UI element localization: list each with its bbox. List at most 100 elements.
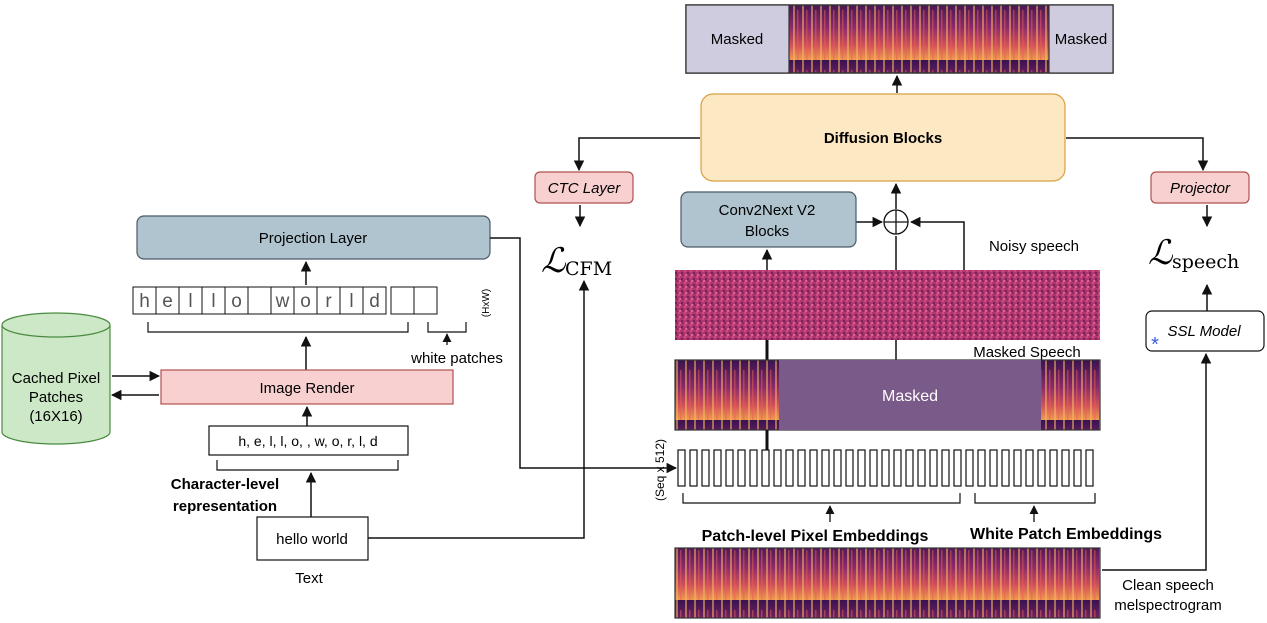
patch-embeddings-label: Patch-level Pixel Embeddings bbox=[702, 528, 929, 545]
embedding-bar bbox=[785, 449, 794, 487]
cache-line-3: (16X16) bbox=[29, 408, 82, 425]
masked-speech-label: Masked Speech bbox=[973, 344, 1081, 361]
noisy-speech-spectrogram bbox=[675, 270, 1100, 340]
brace-white-patches bbox=[427, 322, 467, 333]
embedding-bar bbox=[725, 449, 734, 487]
ssl-model-label: SSL Model bbox=[1167, 323, 1241, 340]
loss-speech: ℒ speech bbox=[1148, 233, 1239, 273]
white-patch-box bbox=[413, 286, 438, 315]
white-patch-embeddings-label: White Patch Embeddings bbox=[970, 526, 1162, 543]
conv2next-block: Conv2Next V2 Blocks bbox=[680, 191, 857, 248]
embedding-bar bbox=[761, 449, 770, 487]
arrow-diffusion-to-ctc bbox=[573, 137, 700, 172]
embedding-bar bbox=[1025, 449, 1034, 487]
embedding-bar bbox=[845, 449, 854, 487]
output-spectrogram: Masked Masked bbox=[685, 4, 1114, 74]
brace-white-embeddings bbox=[974, 493, 1096, 504]
pixel-patch-box bbox=[362, 286, 387, 315]
clean-speech-line-2: melspectrogram bbox=[1114, 597, 1222, 614]
loss-cfm-symbol: ℒ bbox=[541, 241, 567, 281]
embedding-bar bbox=[917, 449, 926, 487]
embedding-bar bbox=[833, 449, 842, 487]
loss-cfm: ℒ CFM bbox=[541, 241, 612, 281]
embedding-bar bbox=[773, 449, 782, 487]
embedding-bar bbox=[689, 449, 698, 487]
conv2next-line-2: Blocks bbox=[745, 223, 789, 240]
clean-speech-line-1: Clean speech bbox=[1122, 577, 1214, 594]
embedding-bar bbox=[1073, 449, 1082, 487]
char-level-label-1: Character-level bbox=[171, 476, 279, 493]
embedding-bar bbox=[1061, 449, 1070, 487]
masked-speech-spectrogram: Masked bbox=[674, 359, 1101, 431]
output-masked-left: Masked bbox=[711, 31, 764, 48]
embedding-bar bbox=[713, 449, 722, 487]
brace-text-patches bbox=[147, 322, 409, 333]
pixel-patch-letter: h bbox=[139, 291, 150, 312]
arrow-clean-to-ssl bbox=[1102, 352, 1212, 571]
embedding-bar bbox=[869, 449, 878, 487]
projection-layer-block: Projection Layer bbox=[136, 215, 491, 260]
embedding-bar bbox=[1037, 449, 1046, 487]
loss-speech-symbol: ℒ bbox=[1148, 233, 1174, 273]
arrow-text-to-loss-cfm bbox=[368, 279, 590, 539]
embedding-bar bbox=[905, 449, 914, 487]
cache-line-2: Patches bbox=[29, 389, 83, 406]
ssl-asterisk: * bbox=[1151, 334, 1159, 356]
text-input-block: hello world bbox=[256, 516, 369, 561]
embedding-bar bbox=[737, 449, 746, 487]
embedding-bar bbox=[821, 449, 830, 487]
sequence-embeddings bbox=[677, 449, 1094, 487]
char-sequence-label: h, e, l, l, o, , w, o, r, l, d bbox=[238, 433, 377, 449]
embedding-bar bbox=[701, 449, 710, 487]
pixel-patch-letter: l bbox=[188, 291, 192, 312]
pixel-patch-letter: o bbox=[300, 291, 311, 312]
text-input-label: hello world bbox=[276, 531, 348, 548]
embedding-bar bbox=[893, 449, 902, 487]
embedding-bar bbox=[881, 449, 890, 487]
pixel-patch-letter: o bbox=[231, 291, 242, 312]
embedding-bar bbox=[953, 449, 962, 487]
cached-pixel-patches-cylinder: Cached Pixel Patches (16X16) bbox=[1, 312, 111, 445]
brace-patch-embeddings bbox=[682, 493, 961, 504]
embedding-bar bbox=[965, 449, 974, 487]
char-level-label-2: representation bbox=[173, 498, 277, 515]
embedding-bar bbox=[809, 449, 818, 487]
char-sequence-block: h, e, l, l, o, , w, o, r, l, d bbox=[208, 425, 409, 456]
cache-line-1: Cached Pixel bbox=[12, 370, 100, 387]
embedding-bar bbox=[797, 449, 806, 487]
conv2next-line-1: Conv2Next V2 bbox=[719, 202, 816, 219]
ctc-layer-block: CTC Layer bbox=[534, 171, 634, 204]
pixel-patch-letter: e bbox=[162, 291, 173, 312]
image-render-label: Image Render bbox=[259, 380, 354, 397]
embedding-bar bbox=[857, 449, 866, 487]
diffusion-blocks-label: Diffusion Blocks bbox=[824, 130, 942, 147]
brace-char-sequence bbox=[216, 460, 399, 471]
embedding-bar bbox=[929, 449, 938, 487]
ctc-layer-label: CTC Layer bbox=[548, 180, 622, 197]
embedding-bar bbox=[677, 449, 686, 487]
hxw-label: (HxW) bbox=[481, 289, 492, 317]
output-masked-right: Masked bbox=[1055, 31, 1108, 48]
arrow-projection-to-embeddings bbox=[490, 237, 678, 474]
projection-layer-label: Projection Layer bbox=[259, 230, 367, 247]
pixel-patch-letter: d bbox=[369, 291, 380, 312]
arrow-noise-to-sum bbox=[909, 216, 965, 270]
image-render-block: Image Render bbox=[160, 369, 454, 405]
loss-cfm-subscript: CFM bbox=[565, 258, 612, 280]
seq-label: (Seq x 512) bbox=[653, 439, 667, 501]
pixel-patch-letter: w bbox=[275, 291, 290, 312]
projector-label: Projector bbox=[1170, 180, 1231, 197]
pixel-patch-letter: l bbox=[211, 291, 215, 312]
embedding-bar bbox=[1013, 449, 1022, 487]
embedding-bar bbox=[1085, 449, 1094, 487]
pixel-patch-letter: l bbox=[349, 291, 353, 312]
diffusion-blocks: Diffusion Blocks bbox=[700, 93, 1066, 182]
embedding-bar bbox=[749, 449, 758, 487]
projector-block: Projector bbox=[1150, 171, 1250, 204]
clean-speech-spectrogram bbox=[674, 547, 1101, 619]
ssl-model-block: SSL Model * bbox=[1145, 310, 1265, 356]
noisy-speech-label: Noisy speech bbox=[989, 238, 1079, 255]
pixel-patch-box bbox=[224, 286, 249, 315]
text-caption: Text bbox=[295, 570, 323, 587]
